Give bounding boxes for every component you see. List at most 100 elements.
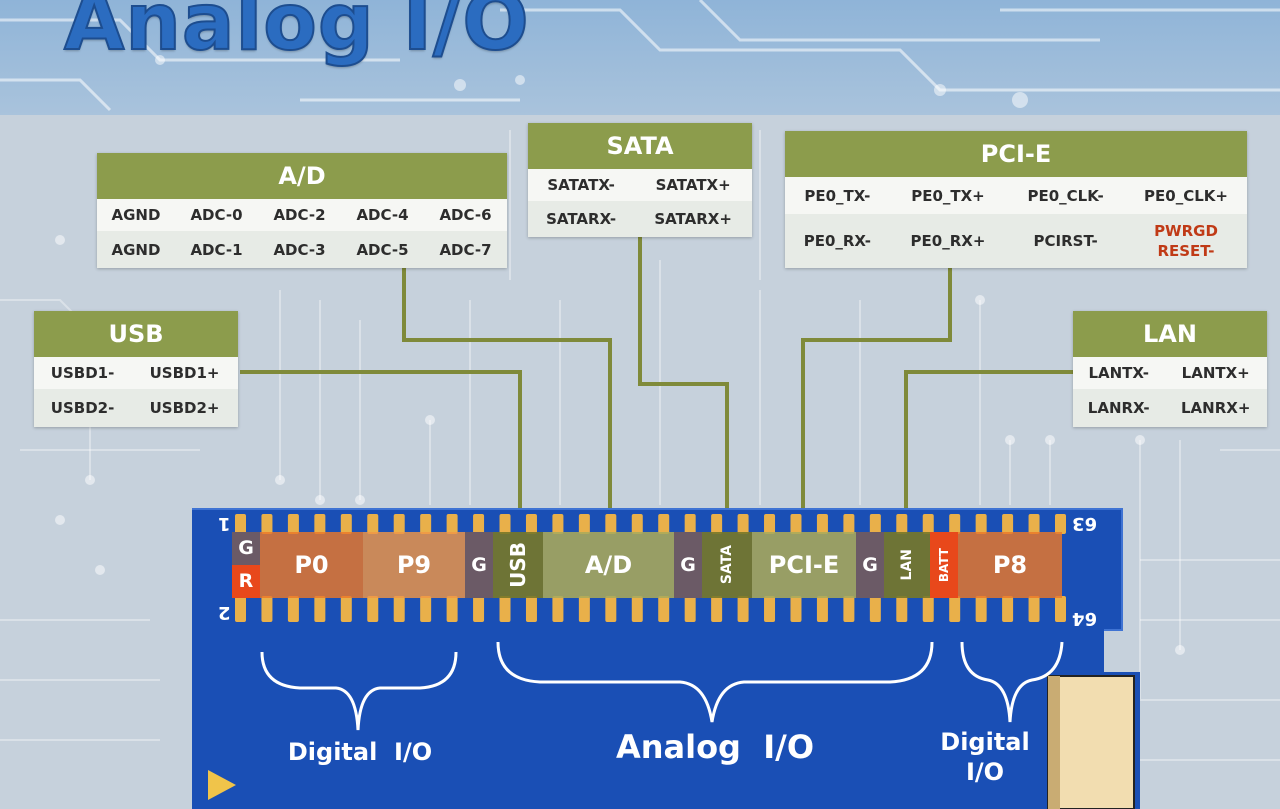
- signal-cell: ADC-0: [174, 199, 258, 231]
- header-pin: [261, 514, 273, 534]
- header-pin: [446, 596, 458, 622]
- pin-number-1: 1: [218, 513, 231, 534]
- ad-box-title: A/D: [97, 153, 507, 199]
- component-block: [1047, 675, 1135, 809]
- header-pin: [869, 514, 881, 534]
- signal-cell: PE0_CLK-: [1006, 177, 1125, 214]
- signal-cell: PE0_CLK+: [1125, 177, 1247, 214]
- pin-number-64: 64: [1072, 608, 1098, 629]
- header-pin: [711, 514, 723, 534]
- header-pin: [525, 514, 537, 534]
- pcie-signal-table: PE0_TX- PE0_TX+ PE0_CLK- PE0_CLK+ PE0_RX…: [785, 177, 1247, 268]
- signal-cell: PE0_TX+: [889, 177, 1007, 214]
- header-pin: [420, 596, 432, 622]
- usb-box-title: USB: [34, 311, 238, 357]
- signal-cell: LANTX+: [1164, 357, 1267, 389]
- header-pin: [658, 596, 670, 622]
- header-pin: [711, 596, 723, 622]
- signal-cell: LANRX-: [1073, 389, 1165, 427]
- header-pin: [340, 514, 352, 534]
- header-pin: [552, 514, 564, 534]
- sata-signal-box: SATA SATATX- SATATX+ SATARX- SATARX+: [528, 123, 752, 237]
- ad-signal-table: AGND ADC-0 ADC-2 ADC-4 ADC-6 AGND ADC-1 …: [97, 199, 507, 268]
- signal-cell: ADC-7: [423, 231, 507, 268]
- lan-connector-line: [904, 370, 1073, 520]
- header-pin: [235, 514, 246, 534]
- signal-cell: ADC-6: [423, 199, 507, 231]
- header-pin: [287, 596, 299, 622]
- segment-sata: SATA: [702, 532, 752, 598]
- header-pin: [1028, 514, 1040, 534]
- signal-cell: USBD2+: [131, 389, 238, 427]
- header-pin: [843, 596, 855, 622]
- header-pin: [314, 514, 326, 534]
- signal-cell: SATATX+: [634, 169, 752, 201]
- usb-signal-table: USBD1- USBD1+ USBD2- USBD2+: [34, 357, 238, 427]
- header-pin: [578, 596, 590, 622]
- signal-cell: SATARX+: [634, 201, 752, 237]
- segment-p9: P9: [363, 532, 465, 598]
- header-pin: [975, 514, 987, 534]
- header-pin: [631, 596, 643, 622]
- digital-io-brace-left: [260, 651, 458, 731]
- signal-cell: ADC-3: [257, 231, 341, 268]
- segment-lan: LAN: [884, 532, 930, 598]
- header-pin: [790, 514, 802, 534]
- header-pin: [393, 514, 405, 534]
- segment-gnd-reset: G R: [232, 532, 260, 598]
- signal-cell: ADC-4: [340, 199, 424, 231]
- segment-pcie: PCI-E: [752, 532, 856, 598]
- header-pin: [684, 596, 696, 622]
- lan-signal-box: LAN LANTX- LANTX+ LANRX- LANRX+: [1073, 311, 1267, 427]
- digital-io-label-right-line2: I/O: [965, 758, 1005, 786]
- header-pin: [367, 514, 379, 534]
- header-pin: [896, 514, 908, 534]
- signal-cell: PE0_RX-: [785, 214, 890, 268]
- signal-cell: SATARX-: [528, 201, 635, 237]
- lan-box-title: LAN: [1073, 311, 1267, 357]
- pin-number-2: 2: [218, 602, 231, 623]
- header-pin: [420, 514, 432, 534]
- pin-number-63: 63: [1072, 513, 1098, 534]
- usb-signal-box: USB USBD1- USBD1+ USBD2- USBD2+: [34, 311, 238, 427]
- segment-lan-label: LAN: [899, 549, 915, 581]
- header-pin: [1002, 514, 1014, 534]
- header-pin: [367, 596, 379, 622]
- ad-connector-line: [402, 268, 612, 520]
- header-pin: [764, 596, 776, 622]
- segment-ground: G: [465, 532, 493, 598]
- header-pin: [235, 596, 246, 622]
- header-pin: [631, 514, 643, 534]
- header-pin: [525, 596, 537, 622]
- header-pin: [922, 514, 934, 534]
- pcie-signal-box: PCI-E PE0_TX- PE0_TX+ PE0_CLK- PE0_CLK+ …: [785, 131, 1247, 268]
- header-pin: [975, 596, 987, 622]
- header-pin: [340, 596, 352, 622]
- header-pin: [1028, 596, 1040, 622]
- digital-io-label-left: Digital I/O: [287, 738, 433, 766]
- segment-ground-label: G: [232, 532, 260, 565]
- slide-title: Analog I/O: [63, 0, 530, 69]
- header-pin: [1002, 596, 1014, 622]
- header-pin: [949, 514, 961, 534]
- signal-cell: USBD1-: [34, 357, 132, 389]
- header-pin: [922, 596, 934, 622]
- segment-p0: P0: [260, 532, 363, 598]
- header-pin: [896, 596, 908, 622]
- segment-ground: G: [674, 532, 702, 598]
- header-pin: [552, 596, 564, 622]
- signal-cell: SATATX-: [528, 169, 635, 201]
- header-pin: [578, 514, 590, 534]
- header-pin: [605, 514, 617, 534]
- signal-cell: PCIRST-: [1006, 214, 1125, 268]
- signal-cell: PE0_TX-: [785, 177, 890, 214]
- header-pin: [764, 514, 776, 534]
- header-pin: [869, 596, 881, 622]
- signal-cell: ADC-5: [340, 231, 424, 268]
- digital-io-brace-right: [960, 641, 1064, 723]
- segment-p8: P8: [958, 532, 1062, 598]
- play-arrow-icon: [208, 770, 236, 800]
- signal-cell: USBD2-: [34, 389, 132, 427]
- header-pin: [949, 596, 961, 622]
